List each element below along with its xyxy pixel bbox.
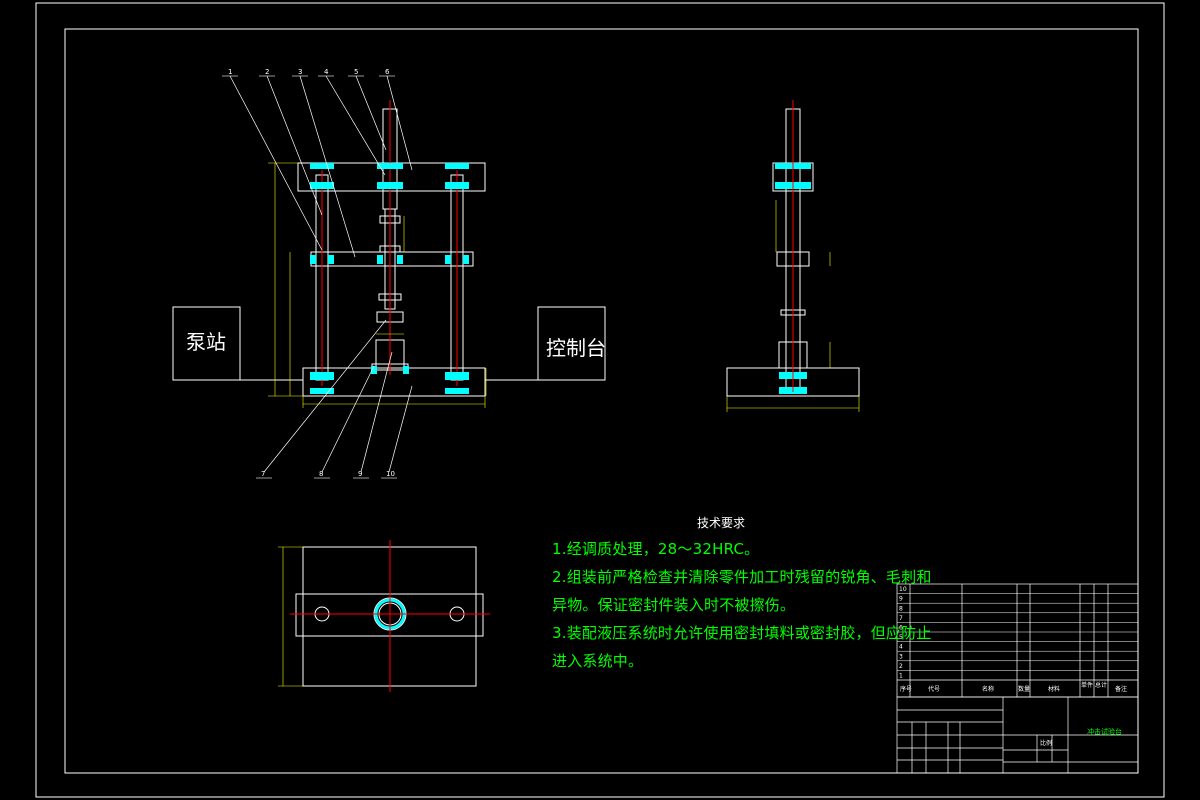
bom-header-qty: 数量 [1018, 685, 1030, 693]
drawing-name: 冲击试验台 [1087, 727, 1122, 736]
part-number-5: 5 [354, 68, 358, 76]
control-console-label: 控制台 [546, 336, 606, 360]
tech-requirement-line-2: 2.组装前严格检查并清除零件加工时残留的锐角、毛刺和 [552, 568, 932, 586]
bom-header-material: 材料 [1048, 685, 1060, 693]
part-number-8: 8 [319, 470, 323, 478]
tech-requirement-line-3: 异物。保证密封件装入时不被擦伤。 [552, 596, 796, 614]
bom-row-number-3: 3 [899, 653, 903, 660]
front-seals [310, 163, 469, 394]
front-dimensions [268, 162, 487, 408]
bom-row-number-5: 5 [899, 634, 903, 641]
top-center-lines [290, 540, 490, 692]
part-number-7: 7 [261, 470, 265, 478]
bom-row-lines [897, 593, 1138, 671]
bom-row-number-1: 1 [899, 673, 903, 680]
part-numbers-bottom: 7 8 9 10 [256, 470, 397, 479]
bom-row-number-10: 10 [899, 586, 907, 593]
bom-row-number-7: 7 [899, 615, 903, 622]
top-dimensions [278, 546, 303, 687]
tech-requirement-line-5: 进入系统中。 [552, 652, 644, 670]
bom-row-number-6: 6 [899, 625, 903, 632]
bom-row-number-4: 4 [899, 644, 903, 651]
bom-header-unit: 单件 [1081, 681, 1093, 689]
front-center-lines [321, 100, 458, 386]
bom-row-numbers: 10 9 8 7 6 5 4 3 2 1 [899, 586, 907, 679]
tech-requirement-line-4: 3.装配液压系统时允许使用密封填料或密封胶，但应防止 [552, 624, 932, 642]
part-number-2: 2 [265, 68, 269, 76]
part-number-1: 1 [228, 68, 232, 76]
bom-header-name: 名称 [982, 685, 994, 693]
tech-requirement-line-1: 1.经调质处理，28～32HRC。 [552, 540, 760, 558]
bom-header-remark: 备注 [1115, 685, 1127, 693]
bom-header-total: 总计 [1095, 681, 1107, 689]
bom-header-no: 序号 [900, 685, 912, 693]
bom-row-number-8: 8 [899, 605, 903, 612]
side-dimensions [726, 200, 860, 412]
part-number-3: 3 [298, 68, 302, 76]
title-block [896, 696, 1139, 774]
leader-lines [229, 75, 413, 473]
part-number-4: 4 [324, 68, 329, 76]
inner-frame [64, 28, 1139, 774]
part-number-9: 9 [358, 470, 362, 478]
bom-table [896, 583, 1139, 698]
scale-label: 比例 [1040, 739, 1052, 747]
bom-row-number-2: 2 [899, 663, 903, 670]
bom-row-number-9: 9 [899, 596, 903, 603]
bom-header-code: 代号 [928, 685, 940, 693]
front-view [172, 108, 606, 397]
part-number-6: 6 [385, 68, 390, 76]
part-number-10: 10 [386, 470, 395, 478]
tech-requirements-title: 技术要求 [697, 516, 746, 530]
outer-frame [35, 2, 1165, 798]
pump-station-label: 泵站 [186, 330, 226, 354]
bom-header-texts: 序号 代号 名称 数量 材料 单件 总计 备注 [900, 681, 1127, 693]
part-numbers-top: 1 2 3 4 5 6 [222, 68, 395, 77]
